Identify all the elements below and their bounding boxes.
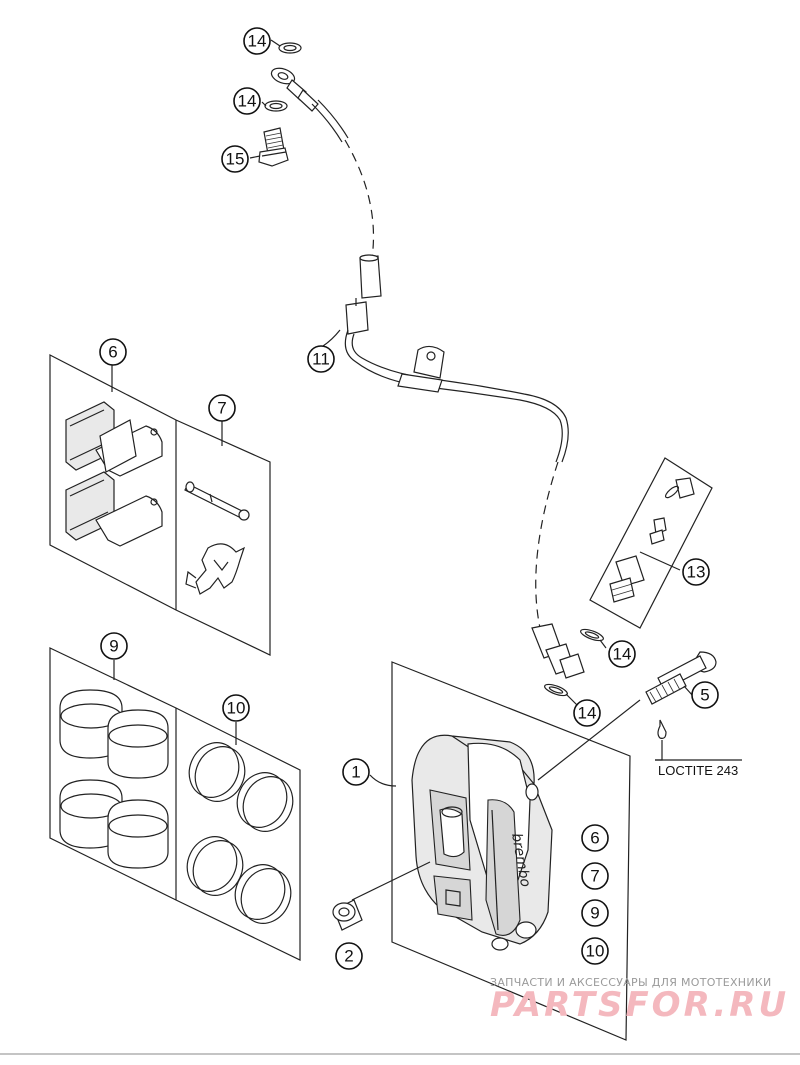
svg-text:14: 14 <box>238 92 257 111</box>
callout-15: 15 <box>221 145 249 173</box>
svg-text:11: 11 <box>312 350 330 369</box>
bleeder-screw <box>609 555 645 603</box>
callout-10-seals: 10 <box>222 694 250 722</box>
callout-9-pistons: 9 <box>100 632 128 660</box>
svg-text:6: 6 <box>590 829 599 848</box>
svg-text:13: 13 <box>687 563 706 582</box>
caliper-panel <box>391 661 631 1041</box>
callout-14-top: 14 <box>243 27 271 55</box>
washer-caliper-2 <box>544 683 568 697</box>
pad-spring-clip <box>185 543 246 595</box>
loctite-label: LOCTITE 243 <box>658 763 738 778</box>
svg-text:10: 10 <box>586 942 605 961</box>
seal-rings <box>186 742 294 924</box>
brake-caliper: brembo <box>411 734 553 951</box>
callout-13: 13 <box>682 558 710 586</box>
svg-text:7: 7 <box>590 867 599 886</box>
banjo-bolt <box>258 127 289 167</box>
spacer-bushing <box>332 899 363 931</box>
hose-upper-banjo <box>270 67 319 112</box>
svg-text:7: 7 <box>217 399 226 418</box>
piston-seal-panel <box>49 647 301 961</box>
callout-2-spacer: 2 <box>335 942 363 970</box>
callout-6-pads: 6 <box>99 338 127 366</box>
callout-11: 11 <box>307 345 335 373</box>
callout-14-second: 14 <box>233 87 261 115</box>
washer-top-1 <box>278 42 302 54</box>
svg-text:14: 14 <box>613 645 632 664</box>
washer-top-2 <box>264 100 288 112</box>
svg-text:9: 9 <box>590 904 599 923</box>
svg-text:14: 14 <box>248 32 267 51</box>
bleeder-cap <box>664 477 695 499</box>
callout-10-side: 10 <box>581 937 609 965</box>
bleeder-kit-panel <box>589 457 713 629</box>
pad-retaining-pin <box>184 481 250 521</box>
svg-text:9: 9 <box>109 637 118 656</box>
callout-1-caliper: 1 <box>342 758 370 786</box>
svg-text:15: 15 <box>226 150 245 169</box>
callout-9-side: 9 <box>581 899 609 927</box>
callout-6-side: 6 <box>581 824 609 852</box>
callout-14-lower: 14 <box>573 699 601 727</box>
callout-7-pin: 7 <box>208 394 236 422</box>
svg-text:2: 2 <box>344 947 353 966</box>
callout-7-side: 7 <box>581 862 609 890</box>
svg-text:6: 6 <box>108 343 117 362</box>
svg-text:1: 1 <box>351 763 360 782</box>
piston-4 <box>107 799 169 869</box>
pad-set-panel <box>49 354 271 656</box>
piston-2 <box>107 709 169 779</box>
svg-text:5: 5 <box>700 686 709 705</box>
brake-pad-3 <box>99 419 137 473</box>
brake-hose <box>270 67 585 679</box>
watermark-tagline: ЗАПЧАСТИ И АКСЕССУАРЫ ДЛЯ МОТОТЕХНИКИ <box>490 976 772 989</box>
svg-text:10: 10 <box>227 699 246 718</box>
brake-pad-2 <box>65 471 163 547</box>
caliper-mounting-bolt <box>537 651 717 781</box>
callout-5: 5 <box>691 681 719 709</box>
callout-14-right: 14 <box>608 640 636 668</box>
loctite-drop-icon <box>657 719 667 739</box>
bleeder-valve <box>649 517 667 545</box>
watermark-logo: PARTSFOR.RU <box>490 985 789 1025</box>
svg-text:14: 14 <box>578 704 597 723</box>
